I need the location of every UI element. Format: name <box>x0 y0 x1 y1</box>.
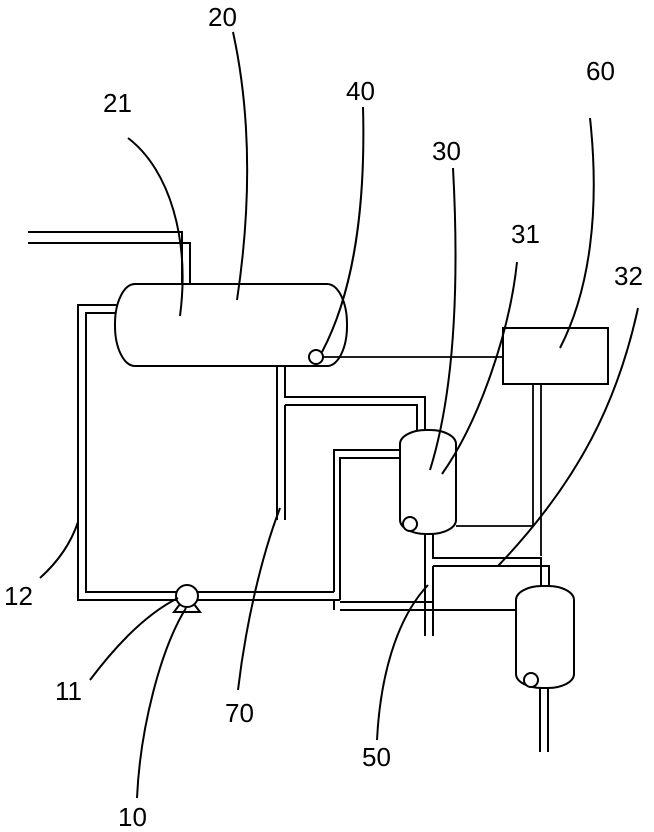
label-31: 31 <box>511 219 540 249</box>
label-10: 10 <box>118 802 147 832</box>
leader-30 <box>429 167 457 471</box>
leader-10 <box>136 607 187 799</box>
leader-40 <box>321 106 365 353</box>
recirculation-pipe-12 <box>77 304 340 601</box>
pump-10 <box>172 584 202 613</box>
lower-separator-valve <box>523 672 539 688</box>
drain-pipe-70 <box>276 366 426 520</box>
label-32: 32 <box>614 261 643 291</box>
label-40: 40 <box>346 76 375 106</box>
leader-31 <box>441 261 518 475</box>
leader-32 <box>497 307 639 567</box>
separator-outlet-valve <box>402 516 418 532</box>
label-21: 21 <box>103 88 132 118</box>
leader-70 <box>237 507 281 691</box>
label-70: 70 <box>225 698 254 728</box>
loop-pipe-50 <box>333 449 550 636</box>
leader-60 <box>559 117 595 349</box>
leader-lines <box>39 31 639 799</box>
inlet-pipe <box>28 231 191 290</box>
controller-60 <box>502 327 609 385</box>
leader-50 <box>376 584 429 741</box>
label-12: 12 <box>4 581 33 611</box>
leader-21 <box>127 137 184 317</box>
leader-12 <box>39 521 79 579</box>
separator-vessel-30 <box>399 429 457 535</box>
label-11: 11 <box>55 676 82 706</box>
label-50: 50 <box>362 742 391 772</box>
label-30: 30 <box>432 136 461 166</box>
lower-separator-vessel-32 <box>515 585 575 689</box>
label-60: 60 <box>586 56 615 86</box>
leader-20 <box>232 31 249 301</box>
main-vessel-20 <box>114 283 348 367</box>
leader-11 <box>89 597 179 681</box>
sensor-40 <box>308 349 324 365</box>
label-20: 20 <box>208 2 237 32</box>
